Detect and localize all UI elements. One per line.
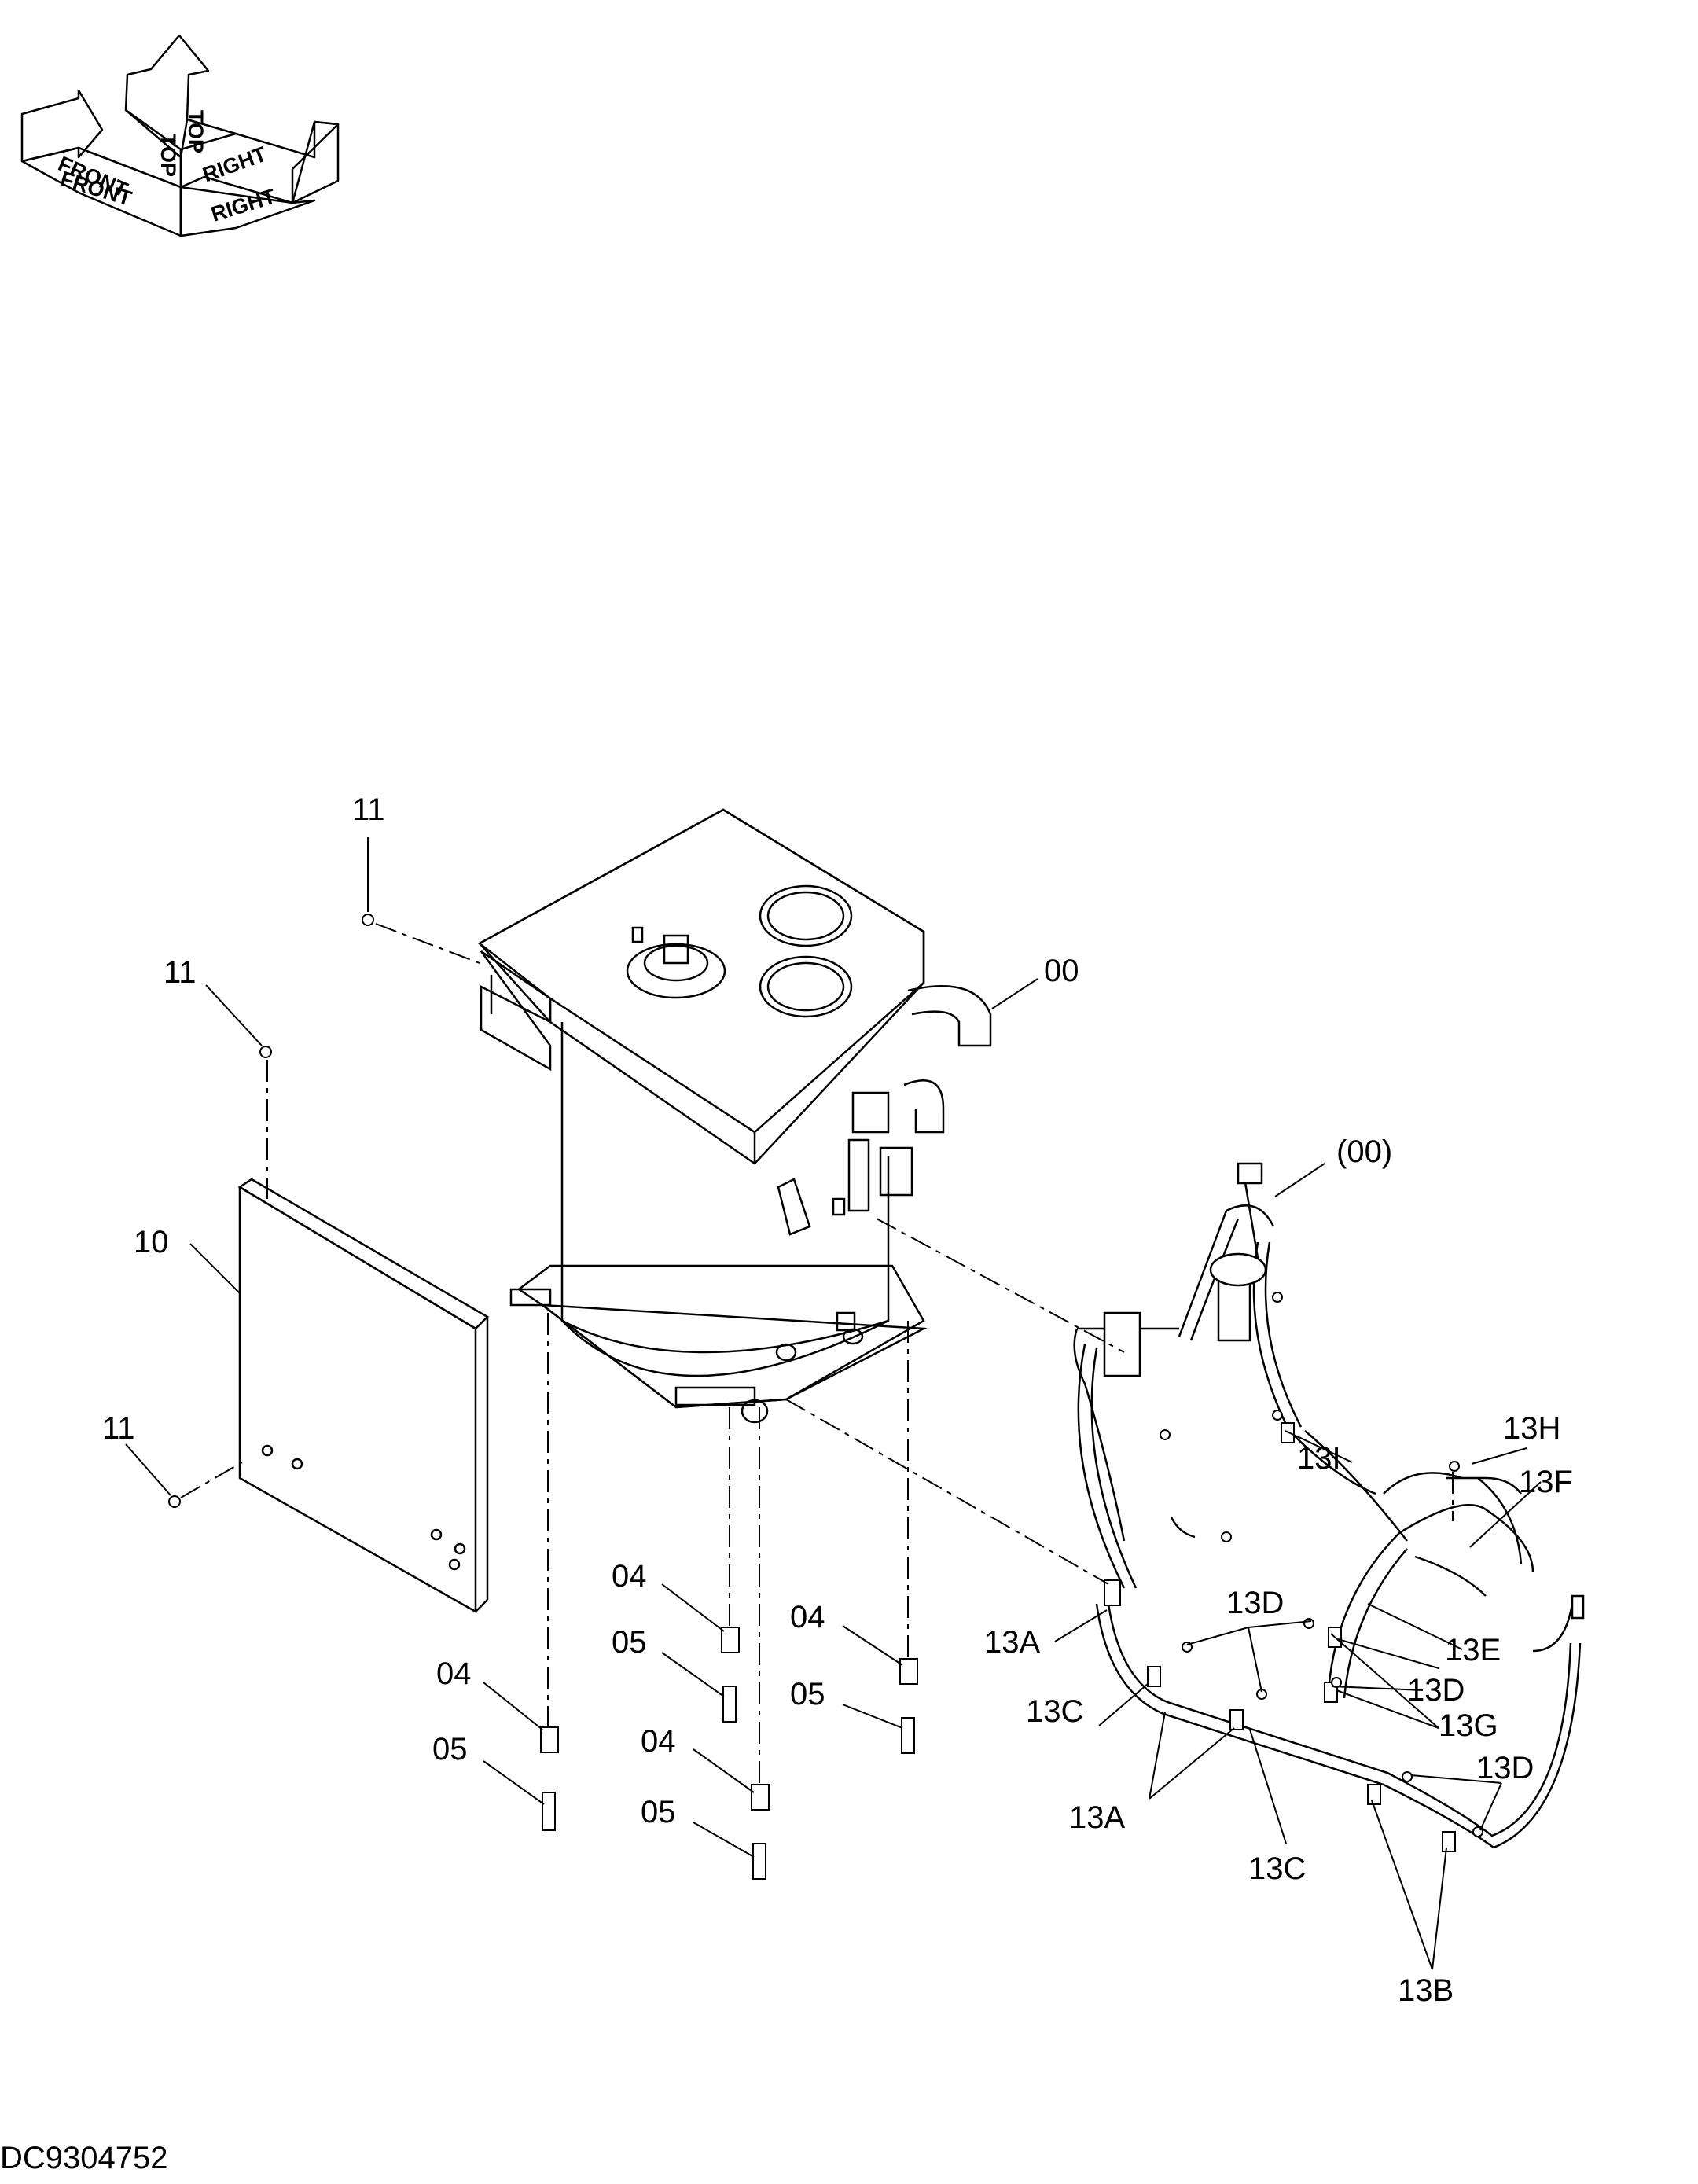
label-13B: 13B: [1398, 1973, 1454, 2008]
label-13H: 13H: [1503, 1411, 1560, 1446]
bolt-11-group: [168, 914, 374, 1508]
label-13E: 13E: [1445, 1633, 1501, 1667]
label-10: 10: [134, 1225, 169, 1259]
label-11-bottom: 11: [102, 1411, 135, 1446]
harness-clamp-group: [1104, 1292, 1483, 1852]
label-05-d: 05: [790, 1677, 825, 1712]
label-04-a: 04: [436, 1656, 472, 1691]
label-00: 00: [1044, 954, 1079, 988]
label-13F: 13F: [1519, 1465, 1573, 1499]
leader-lines: [125, 837, 1542, 1970]
tank-assembly: [477, 808, 992, 1424]
label-13D-1: 13D: [1226, 1586, 1284, 1620]
orientation-icon: [20, 34, 340, 237]
label-04-b: 04: [612, 1559, 647, 1594]
label-04-c: 04: [641, 1724, 676, 1759]
label-13D-3: 13D: [1476, 1751, 1534, 1785]
label-13C-2: 13C: [1248, 1851, 1306, 1886]
label-13D-2: 13D: [1407, 1673, 1465, 1708]
label-11-panel: 11: [164, 955, 197, 990]
label-13C-1: 13C: [1026, 1694, 1083, 1729]
label-13G: 13G: [1439, 1708, 1498, 1743]
label-05-a: 05: [432, 1732, 468, 1767]
label-05-b: 05: [612, 1625, 647, 1660]
label-00-paren: (00): [1336, 1134, 1392, 1169]
label-13I: 13I: [1297, 1441, 1341, 1476]
label-13A-2: 13A: [1069, 1800, 1125, 1835]
label-13A-1: 13A: [984, 1625, 1040, 1660]
spacer-bolt-group: [540, 1627, 918, 1880]
label-04-d: 04: [790, 1600, 825, 1634]
side-panel: [237, 1178, 490, 1614]
drawing-code: DC9304752: [0, 2141, 168, 2175]
label-11-top: 11: [352, 792, 385, 827]
orientation-top-text-2: TOP: [184, 110, 208, 153]
label-05-c: 05: [641, 1795, 676, 1829]
orientation-top-text-1: TOP: [156, 134, 180, 177]
assembly-lines: [180, 923, 1454, 1785]
